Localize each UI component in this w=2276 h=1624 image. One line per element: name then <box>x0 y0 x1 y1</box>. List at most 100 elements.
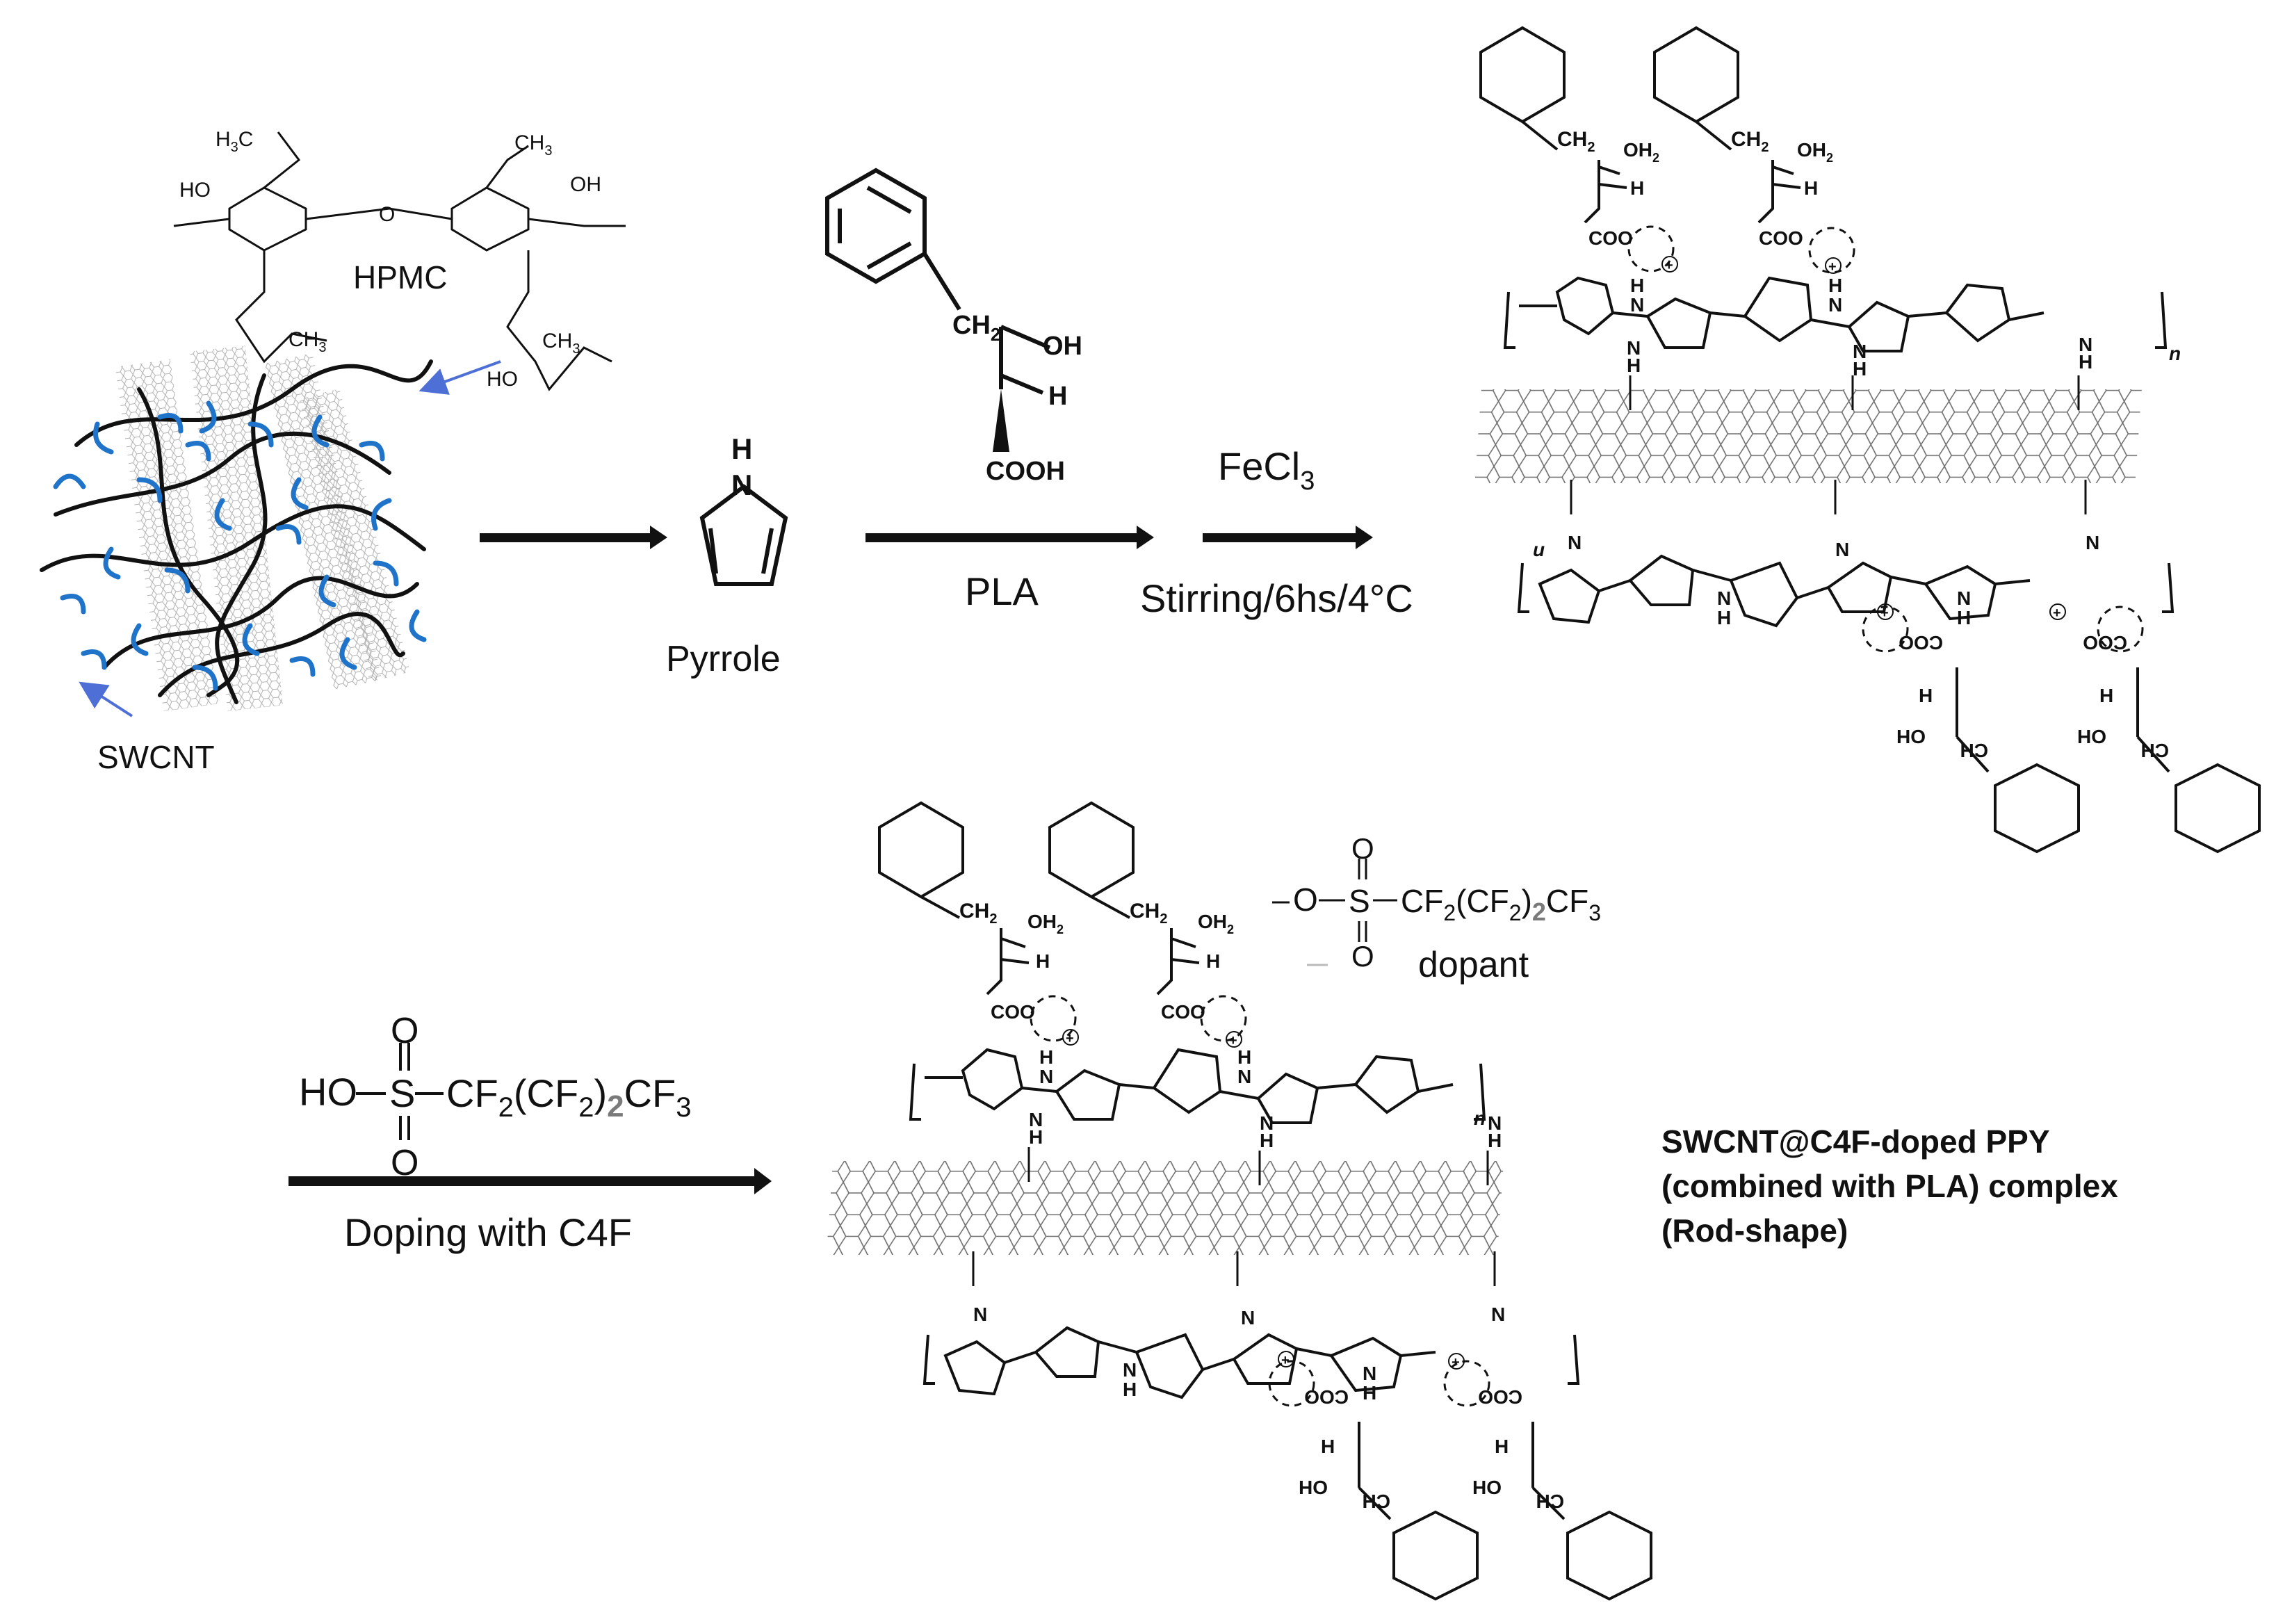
svg-text:CF2(CF2)2CF3: CF2(CF2)2CF3 <box>446 1071 692 1123</box>
pla-h: H <box>1048 382 1067 411</box>
svg-text:CH2: CH2 <box>1130 900 1167 927</box>
svg-text:+: + <box>1880 606 1889 621</box>
svg-text:COO: COO <box>1304 1386 1349 1408</box>
hpmc-pointer-arrow <box>418 360 501 395</box>
svg-text:n: n <box>2169 343 2181 364</box>
svg-text:H: H <box>2099 685 2113 706</box>
hpmc-oh-right: OH <box>570 173 601 196</box>
hpmc-ch3-lower-right: CH3 <box>542 330 580 357</box>
dopant-label: dopant <box>1418 945 1529 985</box>
svg-text:OH: OH <box>1299 1477 1328 1498</box>
svg-text:CH: CH <box>1960 740 1988 761</box>
svg-text:OH2: OH2 <box>1198 911 1234 936</box>
svg-text:COO: COO <box>1161 1001 1205 1023</box>
svg-text:O: O <box>1351 940 1374 973</box>
svg-text:N: N <box>1260 1112 1274 1134</box>
svg-text:u: u <box>1533 539 1545 560</box>
svg-text:H: H <box>1488 1130 1502 1151</box>
pyrrole-n: N <box>731 469 752 501</box>
svg-text:H: H <box>1039 1046 1053 1068</box>
c4f-acid-structure: HO S O O CF2(CF2)2CF3 <box>299 1011 692 1183</box>
hpmc-ho-lower: HO <box>487 368 518 391</box>
svg-text:+: + <box>2053 606 2061 621</box>
svg-text:OH2: OH2 <box>1797 139 1833 165</box>
reaction-arrow-2 <box>865 526 1154 549</box>
svg-text:N: N <box>1853 341 1867 362</box>
svg-text:CH: CH <box>1363 1491 1390 1512</box>
svg-text:CH2: CH2 <box>959 900 997 927</box>
hpmc-ho-left: HO <box>179 179 211 202</box>
hpmc-ch3-label: CH3 <box>514 131 552 159</box>
svg-text:O: O <box>1293 882 1318 918</box>
hpmc-h3c-label: H3C <box>216 128 253 155</box>
svg-text:N: N <box>1828 294 1842 316</box>
svg-text:N: N <box>973 1304 987 1325</box>
graphene-sheet-upper <box>1474 389 2142 483</box>
pla-wedge-bond <box>993 389 1009 452</box>
svg-text:H: H <box>1363 1382 1376 1404</box>
svg-text:H: H <box>2079 351 2092 373</box>
svg-text:N: N <box>1491 1304 1505 1325</box>
svg-text:N: N <box>2079 334 2092 355</box>
svg-text:CH: CH <box>1536 1491 1564 1512</box>
svg-text:+: + <box>1452 1355 1460 1370</box>
svg-text:H: H <box>1123 1379 1137 1400</box>
svg-text:OH: OH <box>2077 726 2106 747</box>
svg-text:N: N <box>1363 1363 1376 1384</box>
ppy-complex-upper: CH2 CH2 OH2 OH2 H H COO COO + + H <box>1474 26 2261 854</box>
svg-text:N: N <box>1568 532 1582 553</box>
svg-text:OH2: OH2 <box>1623 139 1659 165</box>
swcnt-label: SWCNT <box>97 739 215 775</box>
svg-text:N: N <box>1717 587 1731 609</box>
svg-text:S: S <box>1349 883 1370 919</box>
svg-text:N: N <box>1237 1066 1251 1087</box>
pyrrole-nh-h: H <box>731 432 752 465</box>
svg-text:H: H <box>1260 1130 1274 1151</box>
reaction-arrow-4 <box>288 1168 772 1194</box>
c4f-anion-structure: O S O O CF2(CF2)2CF3 dopant <box>1272 832 1601 985</box>
svg-text:N: N <box>2086 532 2099 553</box>
svg-text:N: N <box>1630 294 1644 316</box>
svg-text:H: H <box>1853 358 1867 380</box>
svg-text:COO: COO <box>1759 227 1803 249</box>
pla-ch2: CH2 <box>952 311 1000 345</box>
svg-text:CH2: CH2 <box>1557 128 1595 155</box>
reaction-arrow-1 <box>480 526 667 549</box>
svg-text:COO: COO <box>1899 632 1943 653</box>
svg-text:N: N <box>1123 1359 1137 1381</box>
hpmc-structure <box>173 131 626 391</box>
swcnt-pointer-arrow <box>79 681 133 717</box>
svg-text:H: H <box>1630 177 1644 199</box>
svg-text:n: n <box>1474 1107 1486 1129</box>
svg-text:H: H <box>1036 950 1050 972</box>
svg-text:CF2(CF2)2CF3: CF2(CF2)2CF3 <box>1401 883 1601 926</box>
fecl3-label: FeCl3 <box>1218 444 1315 496</box>
graphene-sheet-lower <box>826 1161 1504 1255</box>
svg-text:N: N <box>1039 1066 1053 1087</box>
svg-text:H: H <box>1828 275 1842 296</box>
svg-text:OH: OH <box>1472 1477 1502 1498</box>
svg-text:N: N <box>1627 337 1641 359</box>
pla-cooh: COOH <box>986 457 1065 486</box>
svg-text:+: + <box>1665 258 1673 273</box>
product-label-line-3: (Rod-shape) <box>1661 1212 1848 1249</box>
reaction-arrow-3 <box>1203 526 1373 549</box>
pla-structure <box>825 168 1051 395</box>
svg-text:N: N <box>1241 1307 1255 1329</box>
svg-text:H: H <box>1957 607 1971 628</box>
svg-text:HO: HO <box>299 1070 357 1114</box>
pyrrole-structure <box>699 484 788 586</box>
svg-text:H: H <box>1206 950 1220 972</box>
svg-text:COO: COO <box>991 1001 1035 1023</box>
svg-text:CH2: CH2 <box>1731 128 1769 155</box>
hpmc-ch3-lower-left: CH3 <box>288 328 326 355</box>
product-label: SWCNT@C4F-doped PPY (combined with PLA) … <box>1661 1123 2118 1249</box>
svg-text:O: O <box>391 1011 418 1051</box>
svg-text:S: S <box>389 1071 415 1115</box>
svg-text:H: H <box>1804 177 1818 199</box>
svg-text:+: + <box>1229 1033 1237 1048</box>
swcnt-bundle <box>40 346 433 712</box>
hpmc-label: HPMC <box>353 259 447 295</box>
pla-label: PLA <box>965 569 1039 613</box>
